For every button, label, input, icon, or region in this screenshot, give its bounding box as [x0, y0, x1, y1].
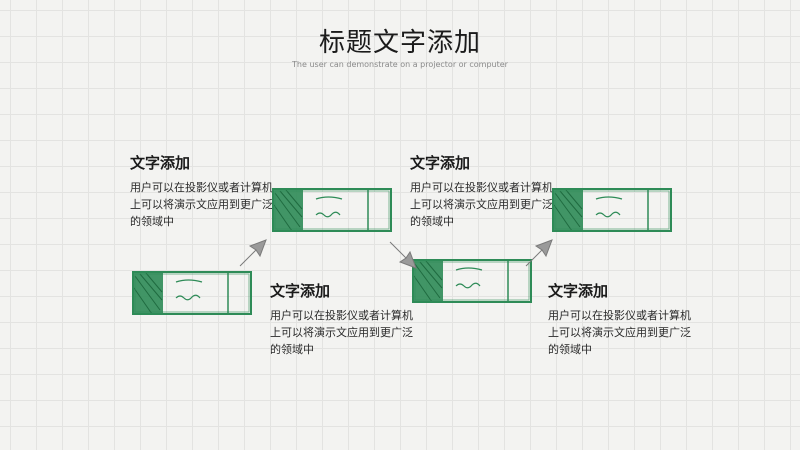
block-heading: 文字添加	[410, 154, 471, 172]
arrow-down-right-icon	[389, 241, 417, 269]
sketch-box-icon	[132, 271, 252, 315]
sketch-box-icon	[552, 188, 672, 232]
sketch-box-icon	[272, 188, 392, 232]
block-body: 用户可以在投影仪或者计算机上可以将演示文应用到更广泛的领域中	[410, 181, 553, 228]
sketch-box-icon	[412, 259, 532, 303]
block-body: 用户可以在投影仪或者计算机上可以将演示文应用到更广泛的领域中	[130, 181, 273, 228]
text-block-2: 文字添加 用户可以在投影仪或者计算机上可以将演示文应用到更广泛的领域中	[410, 152, 560, 230]
block-heading: 文字添加	[548, 282, 609, 300]
block-body: 用户可以在投影仪或者计算机上可以将演示文应用到更广泛的领域中	[270, 309, 413, 356]
text-block-4: 文字添加 用户可以在投影仪或者计算机上可以将演示文应用到更广泛的领域中	[548, 280, 698, 358]
text-block-3: 文字添加 用户可以在投影仪或者计算机上可以将演示文应用到更广泛的领域中	[270, 280, 420, 358]
slide-title: 标题文字添加	[318, 28, 481, 58]
block-heading: 文字添加	[130, 154, 191, 172]
arrow-up-right-icon	[239, 239, 267, 267]
block-heading: 文字添加	[270, 282, 331, 300]
block-body: 用户可以在投影仪或者计算机上可以将演示文应用到更广泛的领域中	[548, 309, 691, 356]
arrow-up-right-icon	[525, 239, 553, 267]
text-block-1: 文字添加 用户可以在投影仪或者计算机上可以将演示文应用到更广泛的领域中	[130, 152, 280, 230]
slide-subtitle: The user can demonstrate on a projector …	[292, 60, 508, 69]
